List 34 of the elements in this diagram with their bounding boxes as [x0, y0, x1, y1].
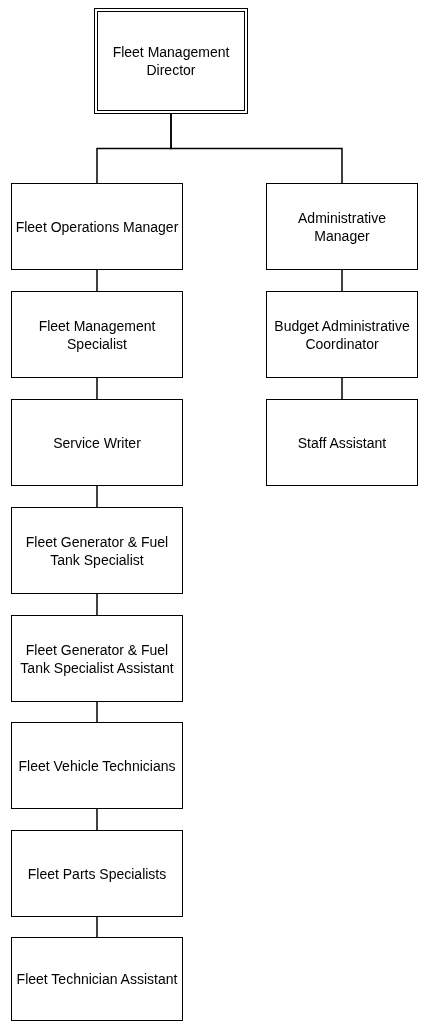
connector-line	[341, 269, 343, 292]
position-box	[11, 183, 183, 270]
position-box	[11, 507, 183, 594]
position-box	[94, 8, 248, 114]
position-box	[11, 291, 183, 378]
position-title: Service Writer	[53, 433, 141, 452]
position-title: Fleet Generator & Fuel Tank Specialist	[24, 532, 170, 569]
connector-line	[170, 113, 343, 184]
position-title: Fleet Management Specialist	[37, 316, 157, 353]
position-box	[11, 722, 183, 809]
position-box	[11, 830, 183, 917]
connector-line	[96, 593, 98, 616]
connector-line	[96, 916, 98, 938]
position-title: Fleet Technician Assistant	[16, 970, 178, 988]
connector-line	[96, 377, 98, 400]
position-title: Administrative Manager	[297, 208, 387, 245]
position-title: Budget Administrative Coordinator	[273, 316, 411, 353]
connector-line	[96, 485, 98, 508]
position-title: Fleet Parts Specialists	[27, 864, 167, 883]
position-box	[266, 399, 418, 486]
position-box	[11, 937, 183, 1021]
position-title: Fleet Operations Manager	[15, 217, 179, 236]
position-box	[11, 399, 183, 486]
connector-line	[96, 701, 98, 723]
position-title: Staff Assistant	[297, 433, 387, 452]
position-box	[11, 615, 183, 702]
connector-line	[96, 269, 98, 292]
position-title: Fleet Generator & Fuel Tank Specialist Assistant	[19, 640, 175, 677]
position-box	[266, 291, 418, 378]
position-title: Fleet Vehicle Technicians	[18, 756, 176, 775]
position-title: Fleet Management Director	[111, 43, 231, 79]
connector-line	[341, 377, 343, 400]
connector-line	[96, 808, 98, 831]
position-box	[266, 183, 418, 270]
